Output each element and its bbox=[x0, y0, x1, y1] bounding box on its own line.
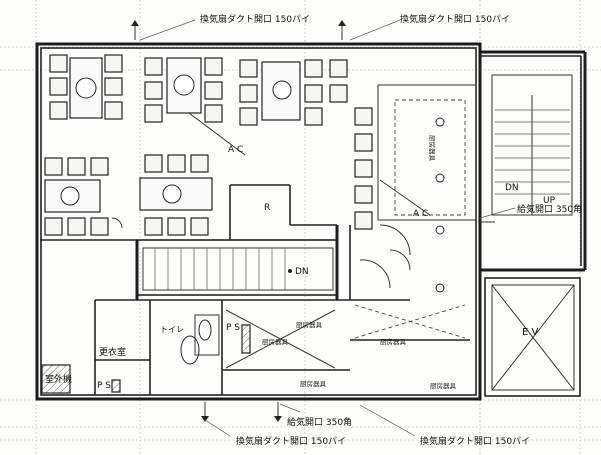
kitchen-label-6: 厨房器具 bbox=[428, 135, 437, 162]
ps-label-2: P S bbox=[97, 381, 111, 391]
vent-label-bottom-right: 換気扇ダクト開口 150パイ bbox=[420, 435, 530, 447]
vent-label-top-right: 換気扇ダクト開口 150パイ bbox=[400, 13, 510, 25]
vent-markers bbox=[131, 20, 495, 422]
dn-label-stairs: DN bbox=[505, 183, 519, 193]
kitchen-label-1: 厨房器具 bbox=[296, 320, 323, 329]
leader-lines bbox=[139, 19, 516, 437]
dn-label-center: DN bbox=[295, 267, 309, 277]
vent-label-top-left: 換気扇ダクト開口 150パイ bbox=[200, 13, 310, 25]
stairs-center bbox=[142, 247, 334, 291]
stairs-right bbox=[491, 74, 573, 216]
up-label-stairs: UP bbox=[543, 196, 556, 206]
ps-shafts bbox=[111, 324, 251, 393]
kitchen-label-3: 厨房器具 bbox=[300, 379, 327, 388]
kitchen-label-5: 厨房器具 bbox=[380, 337, 407, 346]
outdoor-unit-label: 室外機 bbox=[45, 373, 72, 385]
door-swings bbox=[111, 217, 411, 289]
ps-label-1: P S bbox=[226, 323, 240, 333]
elevator-shaft bbox=[484, 277, 581, 397]
changing-room-label: 更衣室 bbox=[99, 346, 126, 358]
kitchen-label-2: 厨房器具 bbox=[262, 337, 289, 346]
toilet-room bbox=[180, 314, 220, 365]
diagonal-lines bbox=[184, 109, 466, 369]
vent-label-bottom-left: 換気扇ダクト開口 150パイ bbox=[236, 435, 346, 447]
toilet-label: トイレ bbox=[160, 325, 184, 334]
supply-label-bottom: 給気開口 350角 bbox=[287, 416, 352, 428]
outdoor-unit bbox=[41, 364, 71, 394]
kitchen-label-4: 厨房器具 bbox=[430, 381, 457, 390]
ac-label-2: A C bbox=[413, 209, 428, 219]
ev-label: E V bbox=[522, 327, 538, 338]
supply-label-right: 給気開口 350角 bbox=[517, 203, 582, 215]
kitchen-counters bbox=[377, 84, 477, 293]
ac-label-1: A C bbox=[228, 145, 243, 155]
refrigerator-label: R bbox=[264, 203, 270, 213]
seating-middle-left bbox=[44, 154, 213, 236]
interior-walls bbox=[40, 184, 482, 399]
seating-upper-left bbox=[49, 54, 373, 230]
